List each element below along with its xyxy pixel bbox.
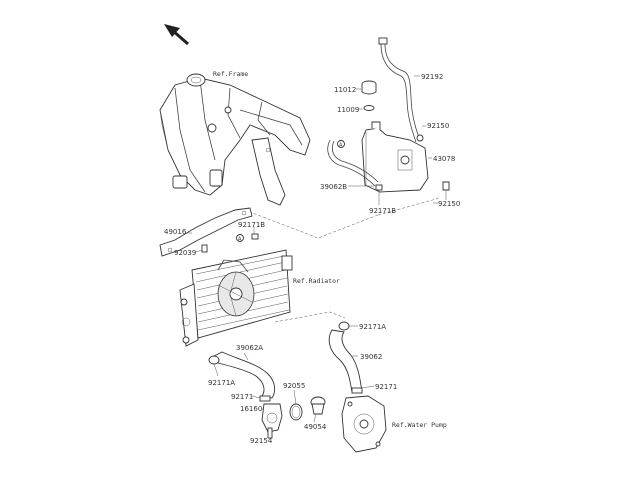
water-pump-housing bbox=[341, 395, 387, 453]
frame-drawing bbox=[159, 73, 311, 206]
ref-frame-label: Ref.Frame bbox=[213, 70, 248, 78]
part-label-11012: 11012 bbox=[334, 86, 356, 94]
part-label-39062a: 39062A bbox=[236, 344, 263, 352]
reservoir-cap-11012 bbox=[361, 80, 377, 95]
leader-92039 bbox=[195, 249, 203, 253]
leader-92171-right bbox=[361, 385, 375, 389]
thermostat-49054 bbox=[310, 396, 326, 415]
leader-92171a-left bbox=[213, 363, 219, 377]
clamp-92171-left bbox=[259, 395, 271, 402]
callout-a-mid: A bbox=[236, 234, 244, 243]
part-label-92039: 92039 bbox=[174, 249, 196, 257]
clamp-92171a-right bbox=[338, 321, 350, 331]
part-label-92171-right: 92171 bbox=[375, 383, 397, 391]
part-label-11009: 11009 bbox=[337, 106, 359, 114]
part-label-92192: 92192 bbox=[421, 73, 443, 81]
callout-a-top-text: A bbox=[339, 143, 343, 149]
hose-39062 bbox=[328, 329, 363, 393]
leader-39062a bbox=[243, 352, 249, 361]
clamp-92171b-mid bbox=[251, 233, 259, 240]
callout-a-mid-text: A bbox=[238, 237, 242, 243]
part-label-92150-bottom: 92150 bbox=[438, 200, 460, 208]
bracket-49016 bbox=[159, 207, 253, 257]
ref-radiator-label: Ref.Radiator bbox=[293, 277, 340, 285]
part-label-92171b-mid: 92171B bbox=[238, 221, 265, 229]
thermostat-cover-16160 bbox=[261, 403, 283, 433]
ref-line-radiator bbox=[274, 311, 346, 323]
arrow-up-left-icon bbox=[164, 24, 189, 46]
part-label-92154: 92154 bbox=[250, 437, 273, 445]
reservoir-tank-43078 bbox=[361, 121, 429, 193]
leader-92171-left bbox=[251, 395, 261, 399]
leader-92055 bbox=[293, 389, 297, 405]
part-label-49054: 49054 bbox=[304, 423, 327, 431]
leader-49054 bbox=[313, 413, 317, 423]
part-label-39062b: 39062B bbox=[320, 183, 347, 191]
part-label-92055: 92055 bbox=[283, 382, 305, 390]
part-label-92171a-right: 92171A bbox=[359, 323, 386, 331]
callout-a-top: A bbox=[337, 140, 345, 149]
radiator-assembly bbox=[179, 249, 293, 347]
clamp-92171a-left bbox=[208, 355, 220, 365]
ref-water-pump-label: Ref.Water Pump bbox=[392, 421, 447, 429]
part-label-49016: 49016 bbox=[164, 228, 187, 236]
hose-39062a bbox=[213, 351, 276, 399]
bolt-92150-bottom bbox=[442, 181, 450, 200]
overflow-hose-92192 bbox=[378, 37, 421, 143]
oring-92055 bbox=[289, 403, 303, 421]
part-label-16160: 16160 bbox=[240, 405, 262, 413]
clamp-92171b-top bbox=[375, 184, 383, 191]
reservoir-hose-39062b bbox=[327, 139, 379, 187]
part-label-92171a-left: 92171A bbox=[208, 379, 235, 387]
gasket-11009 bbox=[363, 105, 375, 111]
clamp-92171-right bbox=[351, 387, 363, 394]
part-label-43078: 43078 bbox=[433, 155, 455, 163]
ref-line-reservoir-right bbox=[377, 197, 441, 216]
clamp-92150-top bbox=[416, 134, 424, 142]
bolt-92039 bbox=[201, 244, 208, 253]
part-label-39062: 39062 bbox=[360, 353, 382, 361]
part-label-92171b-top: 92171B bbox=[369, 207, 396, 215]
ref-line-reservoir bbox=[249, 211, 379, 239]
part-label-92171-left: 92171 bbox=[231, 393, 253, 401]
part-label-92150-top: 92150 bbox=[427, 122, 449, 130]
